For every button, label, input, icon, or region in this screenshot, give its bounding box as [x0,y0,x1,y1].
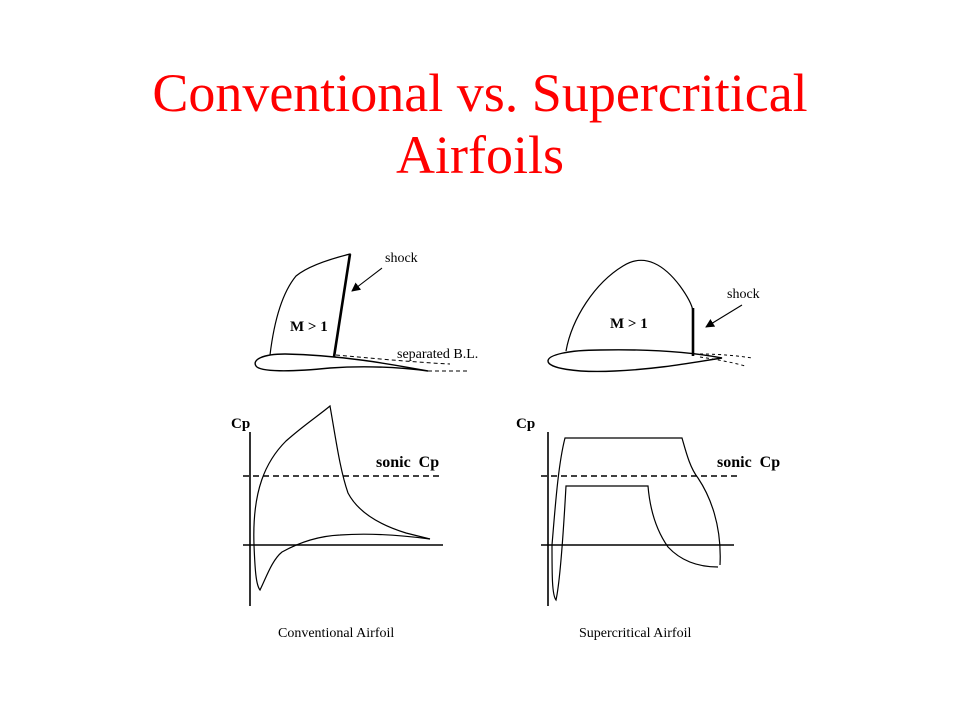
supercritical-shock-arrow [705,304,743,328]
conventional-separated-bl [335,354,451,365]
title-line-2: Airfoils [396,125,564,185]
conventional-airfoil-sketch: shock M > 1 separated B.L. [254,251,478,372]
supercritical-sonic-label: sonic Cp [717,454,780,471]
supercritical-caption: Supercritical Airfoil [579,626,691,641]
supercritical-cp-plot: Cp sonic Cp Supercritical Airfoil [516,416,780,641]
slide-title: Conventional vs. Supercritical Airfoils [0,62,960,186]
conventional-caption: Conventional Airfoil [278,626,394,641]
conventional-shock-arrow [351,267,383,292]
supercritical-lower-cp-curve [551,485,719,602]
conventional-separation-label: separated B.L. [397,347,478,362]
conventional-upper-cp-curve [253,404,431,546]
supercritical-mach-label: M > 1 [610,316,648,332]
supercritical-upper-cp-curve [551,437,721,566]
conventional-sonic-label: sonic Cp [376,454,439,471]
supercritical-shock-label: shock [727,287,760,302]
conventional-shock-label: shock [385,251,418,266]
supercritical-airfoil-shape [547,349,723,373]
supercritical-cp-axis-label: Cp [516,416,535,432]
conventional-shock-line [332,253,352,358]
supercritical-trailing-dashes [699,353,753,367]
title-line-1: Conventional vs. Supercritical [152,63,808,123]
conventional-cp-plot: Cp sonic Cp Conventional Airfoil [231,404,443,641]
supercritical-supersonic-region [565,259,694,352]
supercritical-airfoil-sketch: shock M > 1 [547,259,760,373]
conventional-supersonic-region [269,253,351,357]
conventional-cp-axis-label: Cp [231,416,250,432]
conventional-mach-label: M > 1 [290,319,328,335]
conventional-lower-cp-curve [253,533,431,592]
conventional-airfoil-shape [254,353,429,372]
